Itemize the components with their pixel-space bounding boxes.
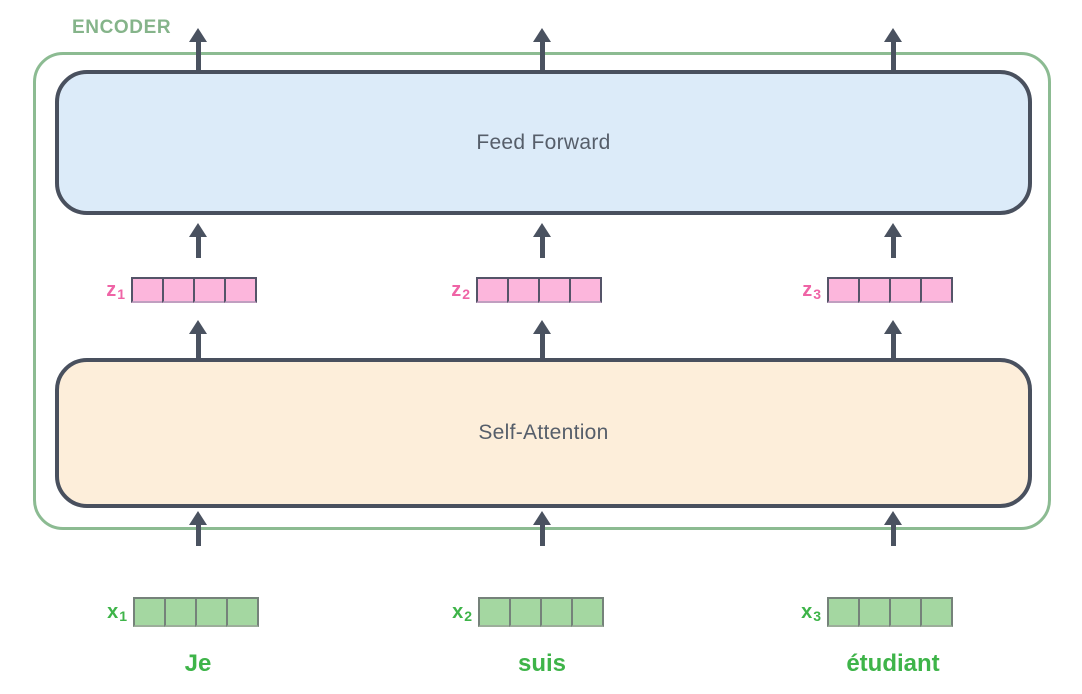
token-3: étudiant (846, 650, 940, 677)
z-vector-3 (827, 277, 953, 303)
vector-cell (509, 597, 542, 627)
vector-cell (858, 277, 891, 303)
vector-cell (478, 597, 511, 627)
vector-cell (224, 277, 257, 303)
x-vector-1 (133, 597, 259, 627)
up-arrow-icon (533, 223, 551, 258)
vector-cell (476, 277, 509, 303)
x-vector-3 (827, 597, 953, 627)
z-vector-1 (131, 277, 257, 303)
up-arrow-icon (884, 320, 902, 358)
vector-cell (569, 277, 602, 303)
up-arrow-icon (533, 511, 551, 546)
vector-cell (538, 277, 571, 303)
encoder-label: ENCODER (72, 17, 172, 38)
up-arrow-icon (884, 511, 902, 546)
vector-cell (133, 597, 166, 627)
z2-label: z2 (451, 279, 470, 302)
x1-label: x1 (107, 601, 127, 624)
z1-label: z1 (106, 279, 125, 302)
up-arrow-icon (884, 223, 902, 258)
up-arrow-icon (189, 511, 207, 546)
x-vector-2 (478, 597, 604, 627)
vector-cell (889, 277, 922, 303)
self-attention-label: Self-Attention (478, 421, 609, 444)
vector-cell (193, 277, 226, 303)
z3-label: z3 (802, 279, 821, 302)
vector-cell (889, 597, 922, 627)
x2-label: x2 (452, 601, 472, 624)
up-arrow-icon (189, 223, 207, 258)
up-arrow-icon (189, 320, 207, 358)
vector-cell (162, 277, 195, 303)
up-arrow-icon (533, 28, 551, 70)
vector-cell (131, 277, 164, 303)
feed-forward-label: Feed Forward (476, 130, 611, 154)
vector-cell (195, 597, 228, 627)
vector-cell (827, 597, 860, 627)
up-arrow-icon (189, 28, 207, 70)
vector-cell (507, 277, 540, 303)
vector-cell (164, 597, 197, 627)
up-arrow-icon (884, 28, 902, 70)
feed-forward-box: Feed Forward (55, 70, 1032, 215)
vector-cell (827, 277, 860, 303)
token-1: Je (184, 650, 212, 677)
up-arrow-icon (533, 320, 551, 358)
vector-cell (858, 597, 891, 627)
z-vector-2 (476, 277, 602, 303)
vector-cell (920, 597, 953, 627)
x3-label: x3 (801, 601, 821, 624)
vector-cell (920, 277, 953, 303)
vector-cell (226, 597, 259, 627)
token-2: suis (517, 650, 567, 677)
vector-cell (571, 597, 604, 627)
vector-cell (540, 597, 573, 627)
self-attention-box: Self-Attention (55, 358, 1032, 508)
